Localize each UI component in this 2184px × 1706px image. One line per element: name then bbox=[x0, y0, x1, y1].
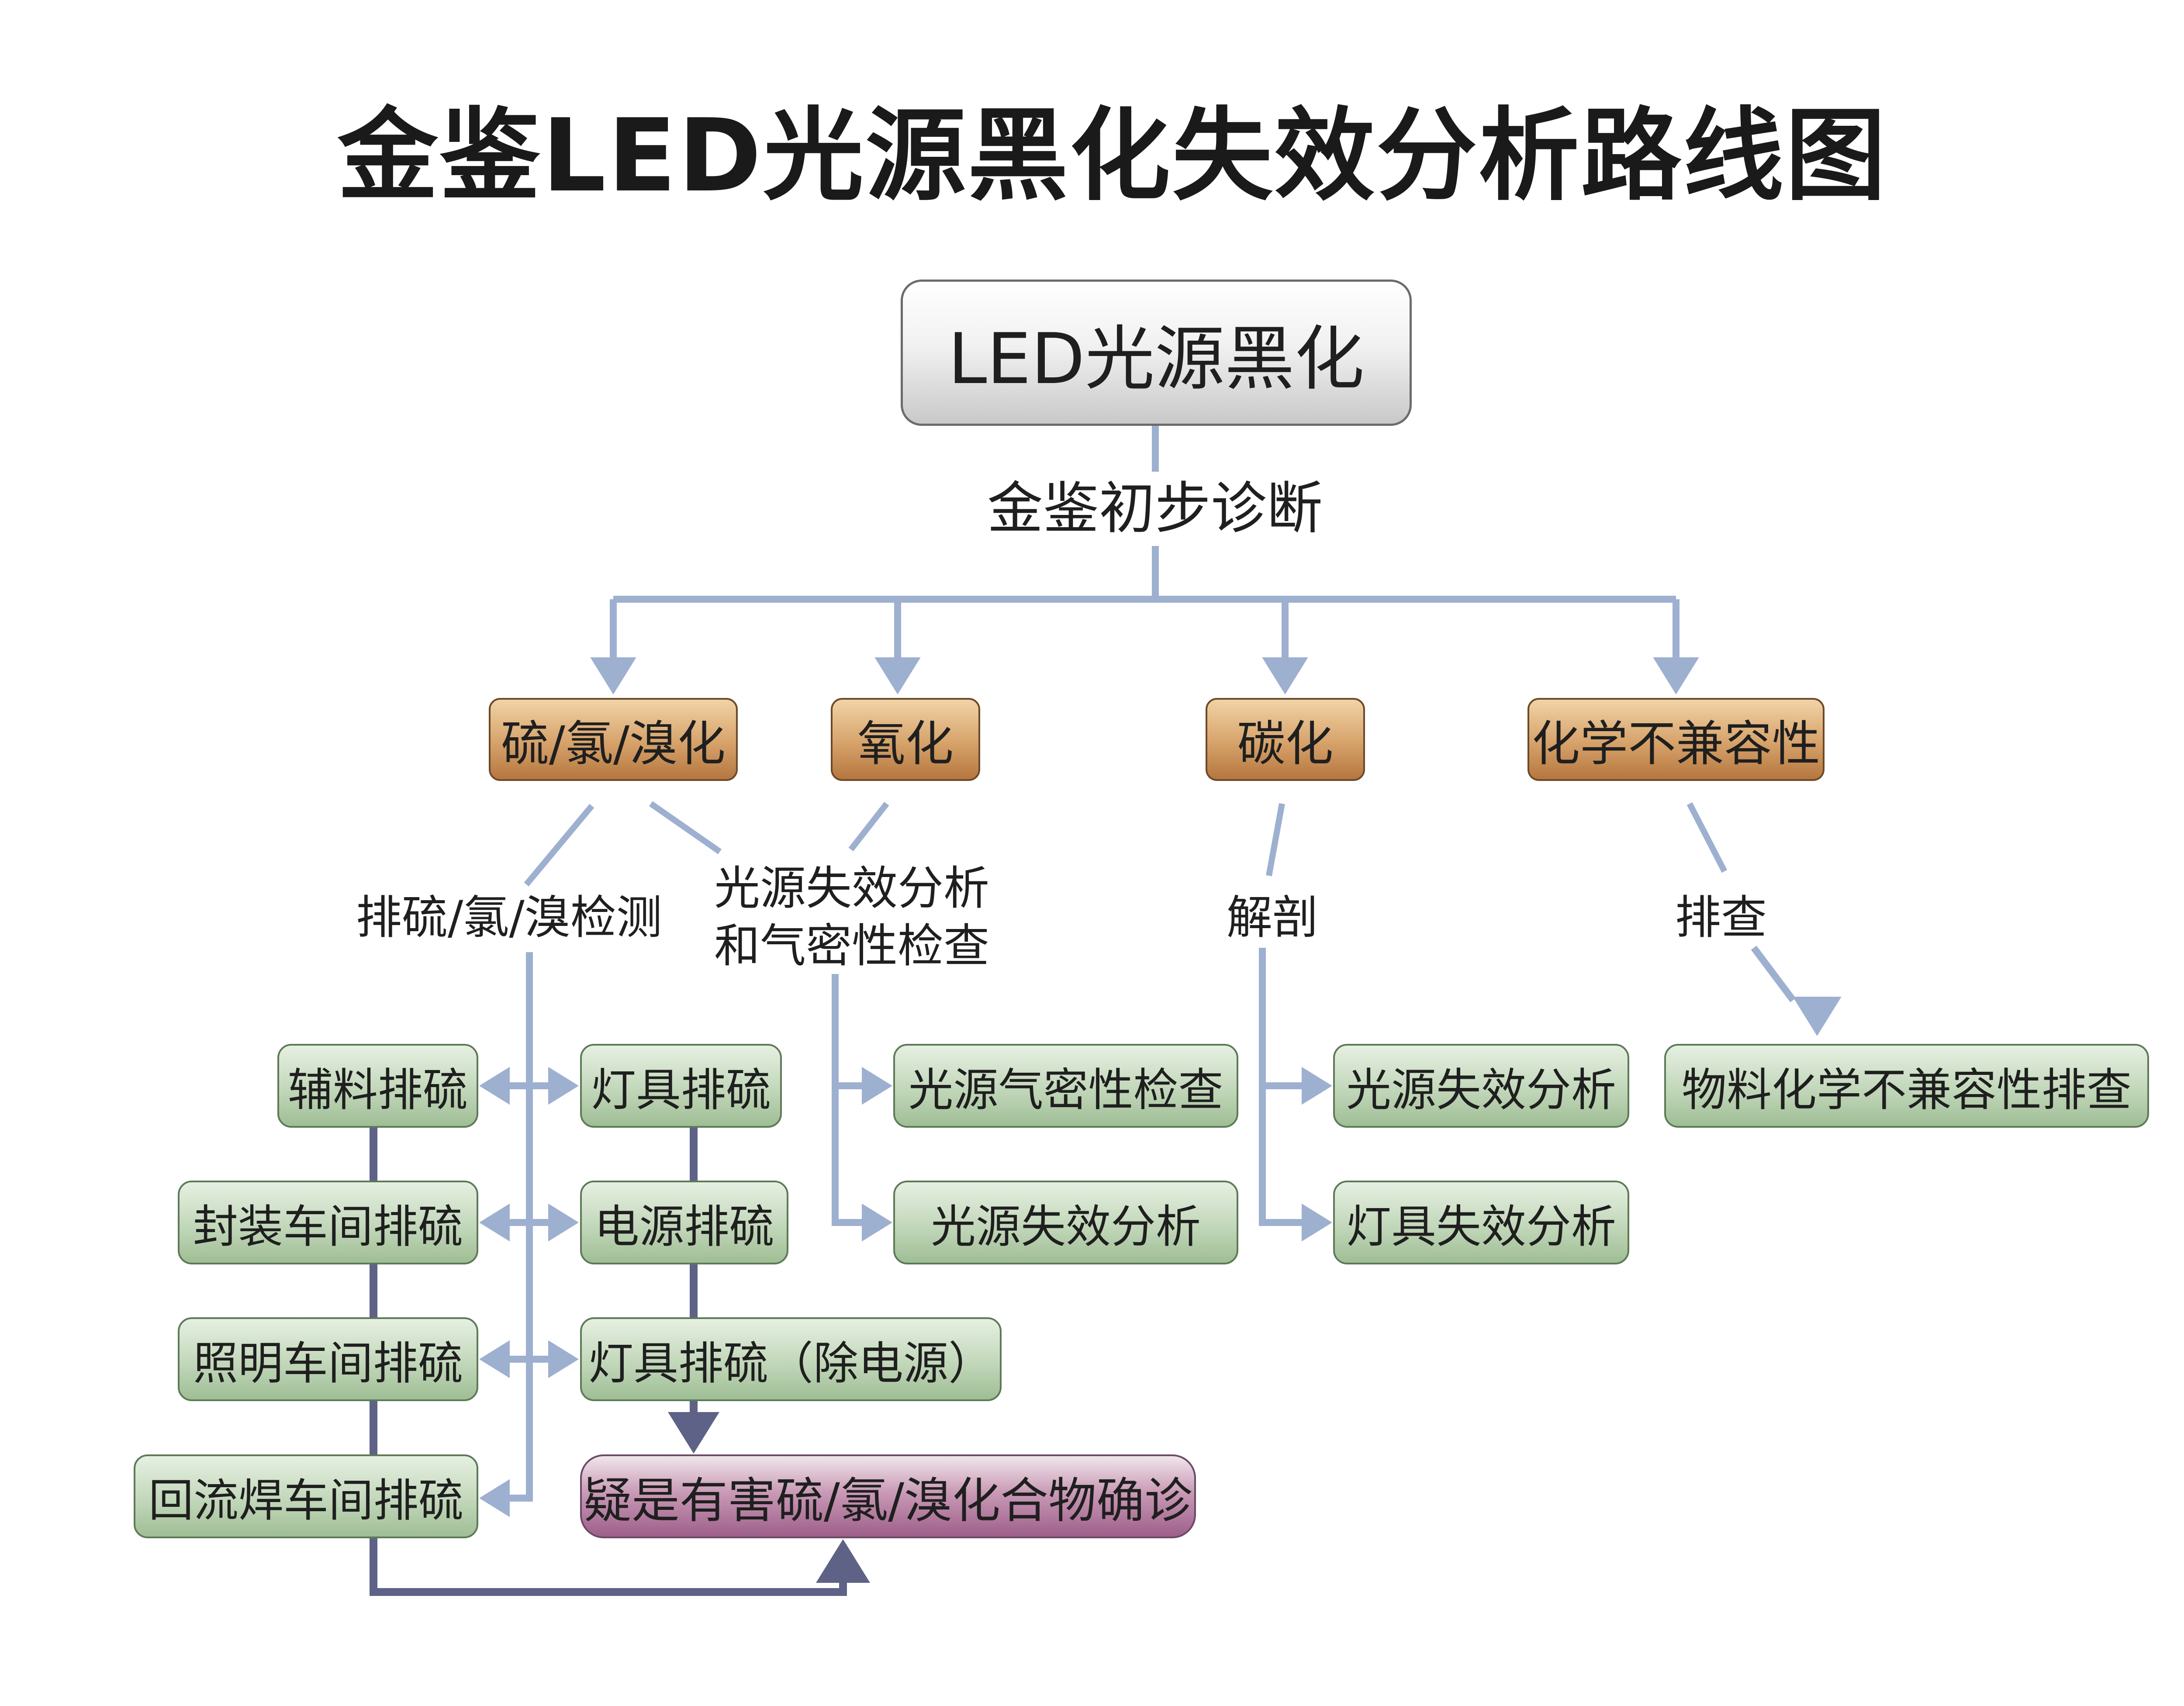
label-dissection: 解剖 bbox=[1227, 891, 1319, 944]
arrowhead-chemical bbox=[1793, 997, 1842, 1036]
leaf-reflow-sulfur: 回流焊车间排硫 bbox=[134, 1454, 478, 1538]
leaf-chemical-incompatibility-check: 物料化学不兼容性排查 bbox=[1664, 1044, 2149, 1128]
bidir-left-0 bbox=[479, 1067, 510, 1105]
category-carbonization: 碳化 bbox=[1206, 698, 1365, 781]
root-node: LED光源黑化 bbox=[901, 280, 1412, 426]
chemical-diag-bottom bbox=[1751, 946, 1796, 1002]
label-oxidation-line1: 光源失效分析 bbox=[714, 862, 990, 915]
oxidation-diag bbox=[848, 801, 889, 852]
category-chemical-incompatibility: 化学不兼容性 bbox=[1527, 698, 1825, 781]
bidir-left-2 bbox=[479, 1340, 510, 1378]
sulfur-spine bbox=[502, 952, 533, 1502]
final-diagnosis-node: 疑是有害硫/氯/溴化合物确诊 bbox=[580, 1454, 1196, 1538]
sulfur-diag-right bbox=[649, 801, 722, 854]
arrowhead-ox-failure bbox=[862, 1203, 892, 1242]
arrowhead-carbon-source bbox=[1302, 1067, 1332, 1105]
arrowhead-bottom-loop bbox=[816, 1539, 870, 1583]
label-investigate: 排查 bbox=[1675, 891, 1767, 944]
category-oxidation: 氧化 bbox=[831, 698, 980, 781]
carbon-spine bbox=[1259, 948, 1306, 1226]
arrowhead-oxidation bbox=[874, 657, 921, 694]
leaf-lamp-sulfur-excluding-power: 灯具排硫（除电源） bbox=[580, 1317, 1002, 1401]
arrowhead-chemical bbox=[1653, 657, 1699, 694]
dark-bottom-loop bbox=[370, 1538, 847, 1596]
leaf-carbon-source-failure-analysis: 光源失效分析 bbox=[1333, 1044, 1629, 1128]
arrowhead-sulfur bbox=[590, 657, 636, 694]
leaf-package-sulfur: 封装车间排硫 bbox=[178, 1181, 478, 1264]
arrowhead-reflow bbox=[479, 1479, 510, 1517]
leaf-airtight-check: 光源气密性检查 bbox=[893, 1044, 1238, 1128]
bidir-right-1 bbox=[548, 1203, 579, 1242]
leaf-power-sulfur: 电源排硫 bbox=[580, 1181, 788, 1264]
arrowhead-carbonization bbox=[1262, 657, 1308, 694]
oxidation-spine bbox=[832, 974, 867, 1226]
leaf-aux-sulfur: 辅料排硫 bbox=[277, 1044, 478, 1128]
bidir-right-2 bbox=[548, 1340, 579, 1378]
sulfur-diag-left bbox=[524, 804, 594, 887]
bidir-right-0 bbox=[548, 1067, 579, 1105]
category-sulfur-chlorine-bromine: 硫/氯/溴化 bbox=[489, 698, 738, 781]
carbon-diag bbox=[1266, 803, 1285, 877]
diagnosis-label: 金鉴初步诊断 bbox=[987, 476, 1323, 541]
leaf-carbon-lamp-failure-analysis: 灯具失效分析 bbox=[1333, 1181, 1629, 1264]
label-oxidation-line2: 和气密性检查 bbox=[714, 919, 990, 973]
arrowhead-carbon-lamp bbox=[1302, 1203, 1332, 1242]
label-sulfur-check: 排硫/氯/溴检测 bbox=[356, 891, 662, 944]
bidir-left-1 bbox=[479, 1203, 510, 1242]
leaf-oxidation-failure-analysis: 光源失效分析 bbox=[893, 1181, 1238, 1264]
leaf-lamp-sulfur: 灯具排硫 bbox=[580, 1044, 782, 1128]
chemical-diag-top bbox=[1686, 802, 1728, 873]
page-title: 金鉴LED光源黑化失效分析路线图 bbox=[337, 98, 1888, 214]
arrowhead-final bbox=[668, 1412, 719, 1454]
arrowhead-airtight bbox=[862, 1067, 892, 1105]
leaf-lighting-sulfur: 照明车间排硫 bbox=[178, 1317, 478, 1401]
